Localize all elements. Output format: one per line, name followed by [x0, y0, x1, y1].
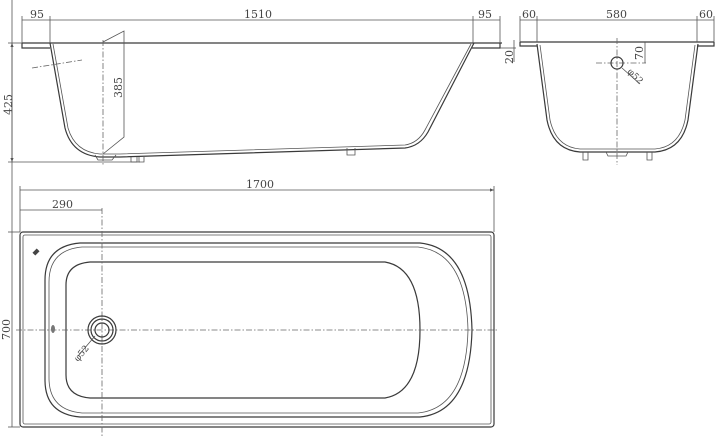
dim-interior-length: 1510 [244, 8, 272, 21]
dim-overflow-diameter: φ52 [625, 67, 645, 87]
dim-interior-depth: 385 [112, 77, 125, 98]
dim-flange-right: 95 [478, 8, 492, 21]
end-view [519, 16, 715, 165]
dim-overflow-offset: 70 [633, 46, 646, 60]
dim-drain-offset: 290 [52, 198, 73, 211]
dim-drain-diameter: φ52 [73, 344, 92, 364]
dim-total-width: 700 [0, 319, 13, 340]
dim-end-flange-left: 60 [522, 8, 536, 21]
dim-end-flange-right: 60 [699, 8, 713, 21]
dim-total-height: 425 [2, 94, 15, 115]
dim-rim-thickness: 20 [503, 50, 516, 64]
side-view [8, 16, 516, 165]
dim-interior-width: 580 [606, 8, 627, 21]
dim-flange-left: 95 [30, 8, 44, 21]
top-view [8, 0, 498, 437]
dim-total-length: 1700 [246, 178, 274, 191]
